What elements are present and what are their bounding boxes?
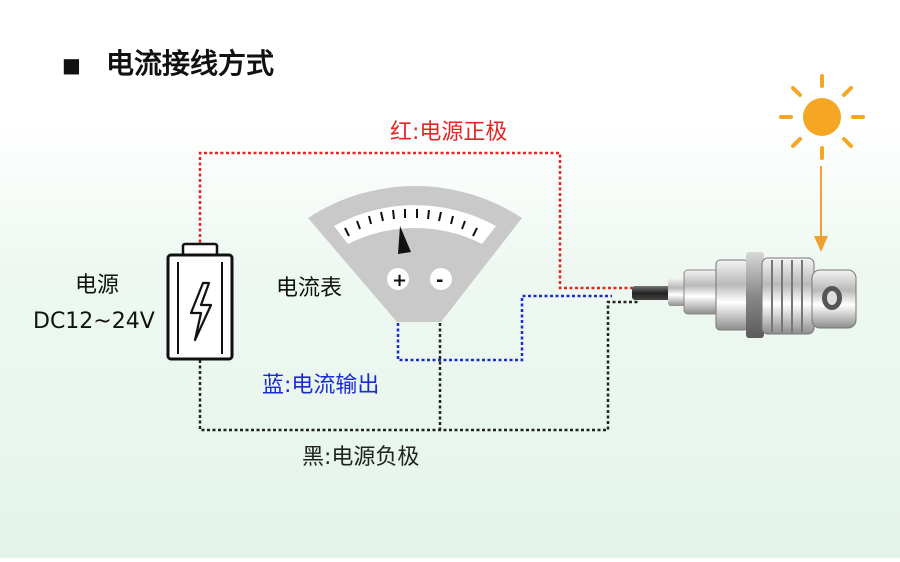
meter-minus-terminal: - — [436, 270, 443, 291]
power-label: 电源 — [75, 273, 119, 298]
blue-wire — [396, 290, 612, 362]
ammeter-icon — [308, 186, 522, 322]
heading-title: 电流接线方式 — [106, 47, 274, 80]
lightning-icon — [189, 281, 213, 342]
sensor-probe — [632, 252, 857, 338]
meter-plus-terminal: + — [392, 270, 407, 291]
meter-label: 电流表 — [276, 276, 342, 301]
red-wire — [198, 151, 640, 290]
black-wire-label: 黑:电源负极 — [302, 445, 419, 470]
sun-icon — [779, 74, 865, 160]
red-wire-label: 红:电源正极 — [390, 120, 507, 145]
blue-wire-label: 蓝:电流输出 — [262, 373, 379, 398]
sun-ray-arrow — [814, 166, 828, 252]
battery-icon — [166, 242, 234, 361]
heading-bullet: ■ — [62, 53, 81, 77]
power-voltage-label: DC12~24V — [33, 309, 155, 334]
black-wire — [198, 300, 640, 432]
